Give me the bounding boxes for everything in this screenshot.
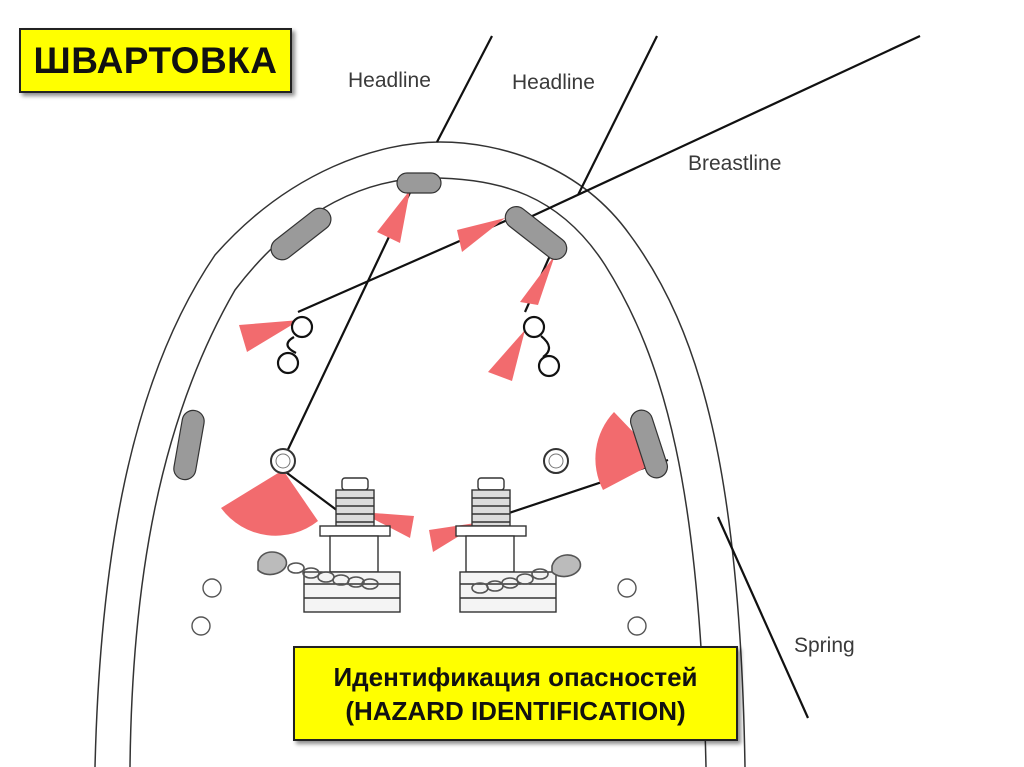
roller-right-inner [548,453,564,469]
roller-right [543,448,569,474]
bitt-left [276,315,314,375]
bitt-right [522,315,561,378]
windlass-right-cap [477,477,505,491]
windlass-right [455,477,557,613]
bitt-left-loop [286,336,297,354]
windlass-right-shaft [455,525,527,537]
label-headline-1: Headline [348,69,431,92]
fairlead-port-upper [270,207,332,261]
label-headline-2: Headline [512,71,595,94]
fairlead-stbd-upper [504,206,568,260]
bitt-left-post-1 [290,315,314,339]
hull-outer [94,141,746,767]
windlass-left [303,477,401,613]
hazard-zone-breast-outer [457,218,505,252]
bitt-right-loop [540,335,551,358]
bitt-right-post-1 [522,315,546,339]
windlass-left-shaft [319,525,391,537]
hazard-zone-bitt-right [488,330,525,381]
chain-left [257,551,379,590]
hazard-zone-fairlead-left [221,470,318,536]
bitt-left-post-2 [276,351,300,375]
windlass-right-body [465,535,515,573]
roller-left-inner [275,453,291,469]
hazard-zone-head2-outer [520,255,555,305]
hazard-zone-fairlead-right [595,412,660,490]
hazard-zone-bow [377,190,410,243]
caption-line-1: Идентификация опасностей [333,662,698,692]
fairlead-stbd-mid [629,409,669,479]
breastline-line [527,35,921,219]
headline-2-line [577,35,658,196]
deck-hole-2 [191,616,211,636]
hawse-pipe-right [551,554,582,578]
hawse-pipe-left [257,551,288,576]
deck-hole-4 [627,616,647,636]
title-label: ШВАРТОВКА [19,28,292,93]
headline-1-line [436,35,493,143]
roller-left [270,448,296,474]
windlass-left-cap [341,477,369,491]
label-spring: Spring [794,634,855,657]
deck-hole-1 [202,578,222,598]
bitt-right-post-2 [537,354,561,378]
deck-hole-3 [617,578,637,598]
windlass-left-base [303,571,401,613]
chain-right [471,554,582,594]
caption-line-2: (HAZARD IDENTIFICATION) [345,696,686,726]
label-breastline: Breastline [688,152,781,175]
hazard-zone-bitt-left [239,320,300,352]
fairleads [173,172,669,481]
windlass-left-body [329,535,379,573]
caption-label: Идентификация опасностей (HAZARD IDENTIF… [293,646,738,741]
windlass-right-drum [471,489,511,527]
spring-line [716,516,810,719]
fairlead-port-mid [173,409,205,481]
hazard-zones [221,190,660,552]
windlass-left-drum [335,489,375,527]
fairlead-bow [396,172,442,194]
